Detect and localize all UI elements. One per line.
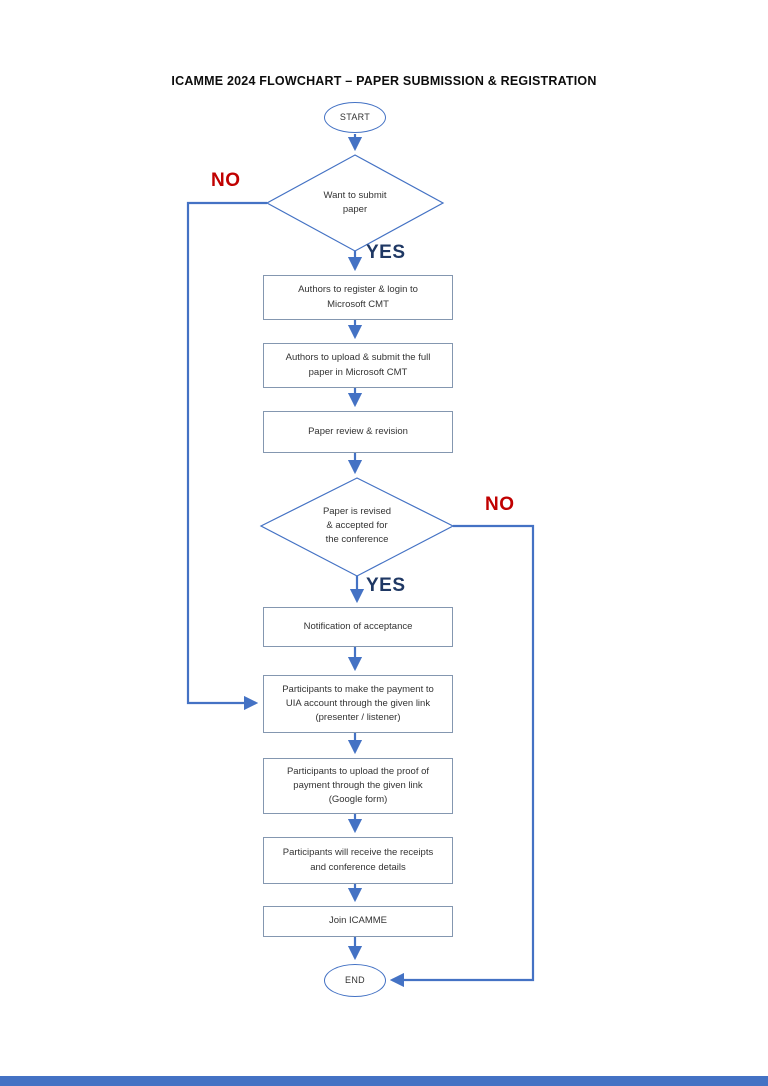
page-title: ICAMME 2024 FLOWCHART – PAPER SUBMISSION… <box>171 74 597 88</box>
connector-decision2-no-path <box>389 524 535 988</box>
decision1-no-label: NO <box>211 170 241 191</box>
process-upload-proof: Participants to upload the proof of paym… <box>263 758 453 814</box>
process-register-cmt: Authors to register & login to Microsoft… <box>263 275 453 320</box>
end-terminal: END <box>324 964 386 997</box>
decision2-label: Paper is revised & accepted for the conf… <box>322 505 392 546</box>
process-review-revision: Paper review & revision <box>263 411 453 453</box>
process-make-payment: Participants to make the payment to UIA … <box>263 675 453 733</box>
start-terminal: START <box>324 102 386 133</box>
decision2-no-label: NO <box>485 494 515 515</box>
process-join-icamme: Join ICAMME <box>263 906 453 937</box>
connector-decision1-no-path <box>186 201 267 711</box>
decision2-yes-label: YES <box>366 575 406 596</box>
process-receive-receipts: Participants will receive the receipts a… <box>263 837 453 884</box>
decision1-label: Want to submit paper <box>323 189 387 215</box>
process-notification: Notification of acceptance <box>263 607 453 647</box>
process-upload-paper: Authors to upload & submit the full pape… <box>263 343 453 388</box>
footer-accent-bar <box>0 1076 768 1086</box>
decision1-yes-label: YES <box>366 242 406 263</box>
